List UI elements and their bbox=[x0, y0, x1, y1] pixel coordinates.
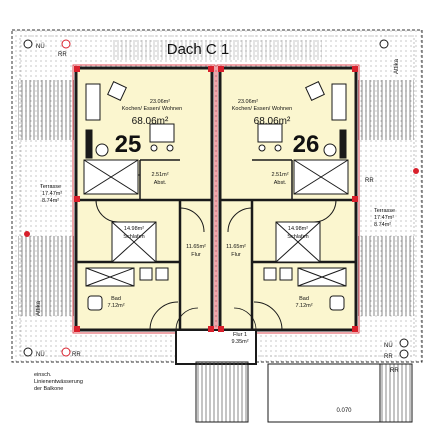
page-title: Dach C 1 bbox=[167, 41, 230, 58]
unit-25-furniture bbox=[85, 81, 205, 263]
bottom-measure: 0.070 bbox=[336, 408, 352, 414]
terrace-hatching bbox=[18, 40, 414, 316]
unit-25-terrace-label: Terrasse bbox=[40, 184, 61, 190]
unit-26-bath-fixtures bbox=[253, 267, 347, 331]
column-markers bbox=[24, 66, 419, 332]
drain-markers bbox=[23, 39, 409, 359]
unit-25-storage-label: Abst. bbox=[154, 180, 167, 186]
marker-rr-top-left: RR bbox=[58, 52, 67, 58]
unit-25-bath-label: Bad bbox=[111, 296, 121, 302]
unit-25-terrace-area-1: 17.47m² bbox=[42, 191, 62, 197]
unit-26-bath-area: 7.12m² bbox=[295, 303, 312, 309]
unit-26-hall-label: Flur bbox=[231, 252, 241, 258]
common-hall-area: 9.35m² bbox=[231, 339, 248, 345]
unit-25-living-area-small: 23.06m² bbox=[150, 99, 170, 105]
unit-26-living-area-small: 23.06m² bbox=[238, 99, 258, 105]
marker-rr-bottom-right: RR bbox=[384, 354, 393, 360]
unit-26-living-label: Kochen/ Essen/ Wohnen bbox=[232, 106, 292, 112]
marker-nu-bottom-left: NÜ bbox=[36, 351, 45, 358]
unit-26-walls bbox=[220, 159, 356, 330]
attika-label-left: Attika bbox=[36, 300, 42, 316]
unit-25-bedroom-label: Schlafen bbox=[123, 234, 144, 240]
unit-26-terrace-area-1: 17.47m² bbox=[374, 215, 394, 221]
unit-26-bath-label: Bad bbox=[299, 296, 309, 302]
unit-26-storage-area: 2.51m² bbox=[271, 172, 288, 178]
unit-25-hall-label: Flur bbox=[191, 252, 201, 258]
marker-nu-bottom-right: NÜ bbox=[384, 342, 393, 349]
unit-26-terrace-label: Terrasse bbox=[374, 208, 395, 214]
common-hall-label: Flur 1 bbox=[233, 332, 247, 338]
note-line-3: der Balkone bbox=[34, 386, 63, 392]
unit-26-number: 26 bbox=[293, 131, 320, 158]
unit-25-walls bbox=[76, 159, 212, 330]
unit-26-furniture bbox=[227, 81, 347, 263]
note-line-2: Linienentwässerung bbox=[34, 379, 83, 385]
marker-rr-lower: RR bbox=[390, 368, 399, 374]
unit-25-hall-area: 11.65m² bbox=[186, 244, 206, 250]
unit-25-bedroom-area: 14.98m² bbox=[124, 226, 144, 232]
unit-25-storage-area: 2.51m² bbox=[151, 172, 168, 178]
unit-25-terrace-area-2: 8.74m² bbox=[42, 198, 59, 204]
unit-26-living-area: 68.06m² bbox=[254, 116, 291, 127]
attika-label-right: Attika bbox=[394, 58, 400, 74]
drainage-note: einsch. Linienentwässerung der Balkone bbox=[34, 372, 83, 392]
unit-25-number: 25 bbox=[115, 131, 142, 158]
unit-26-terrace-area-2: 8.74m² bbox=[374, 222, 391, 228]
unit-26-bedroom-label: Schlafen bbox=[287, 234, 308, 240]
unit-26-bedroom-area: 14.98m² bbox=[288, 226, 308, 232]
note-line-1: einsch. bbox=[34, 372, 52, 378]
marker-nu-top-left: NÜ bbox=[36, 43, 45, 50]
unit-26-storage-label: Abst. bbox=[274, 180, 287, 186]
marker-rr-bottom-left: RR bbox=[72, 352, 81, 358]
unit-25-living-label: Kochen/ Essen/ Wohnen bbox=[122, 106, 182, 112]
unit-25-living-area: 68.06m² bbox=[132, 116, 169, 127]
unit-25-bath-fixtures bbox=[85, 267, 179, 331]
unit-25-labels: 23.06m² Kochen/ Essen/ Wohnen 68.06m² 25… bbox=[40, 99, 206, 309]
marker-rr-right: RR bbox=[365, 178, 374, 184]
unit-26-labels: 23.06m² Kochen/ Essen/ Wohnen 68.06m² 26… bbox=[226, 99, 395, 309]
unit-25-bath-area: 7.12m² bbox=[107, 303, 124, 309]
unit-26-hall-area: 11.65m² bbox=[226, 244, 246, 250]
stairwell bbox=[175, 307, 413, 423]
